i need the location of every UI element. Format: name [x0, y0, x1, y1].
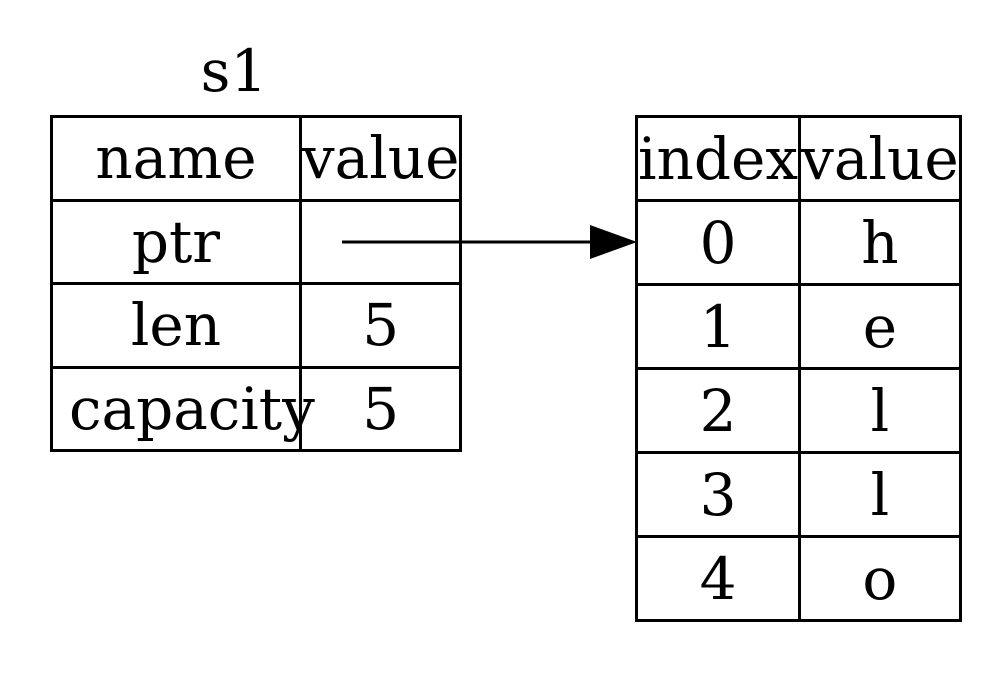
heap-cell-value-1: e: [798, 283, 962, 370]
stack-header-name: name: [50, 115, 302, 202]
table-header-row: name value: [50, 115, 463, 202]
heap-cell-index-0: 0: [634, 199, 802, 286]
heap-cell-value-0: h: [798, 199, 962, 286]
heap-cell-value-2: l: [798, 367, 962, 454]
table-row: capacity 5: [50, 365, 463, 452]
heap-cell-value-3: l: [798, 451, 962, 538]
heap-cell-value-4: o: [798, 535, 962, 622]
table-row: len 5: [50, 282, 463, 369]
stack-cell-len-name: len: [50, 282, 302, 369]
variable-title: s1: [200, 37, 268, 105]
stack-table: name value ptr len 5 capacity 5: [50, 115, 463, 452]
table-row: 0 h: [634, 199, 962, 286]
heap-cell-index-2: 2: [634, 367, 802, 454]
stack-cell-len-value: 5: [298, 282, 463, 369]
stack-cell-capacity-name: capacity: [50, 365, 315, 452]
stack-header-value: value: [298, 115, 463, 202]
heap-cell-index-4: 4: [634, 535, 802, 622]
table-row: 2 l: [634, 367, 962, 454]
heap-header-index: index: [634, 115, 802, 202]
stack-cell-capacity-value: 5: [298, 365, 463, 452]
pointer-arrow: [342, 225, 637, 259]
heap-cell-index-1: 1: [634, 283, 802, 370]
table-row: 1 e: [634, 283, 962, 370]
stack-cell-ptr-name: ptr: [50, 198, 302, 285]
table-header-row: index value: [634, 115, 962, 202]
heap-header-value: value: [798, 115, 962, 202]
table-row: 3 l: [634, 451, 962, 538]
heap-cell-index-3: 3: [634, 451, 802, 538]
table-row: 4 o: [634, 535, 962, 622]
heap-table: index value 0 h 1 e 2 l 3 l 4 o: [634, 115, 962, 622]
